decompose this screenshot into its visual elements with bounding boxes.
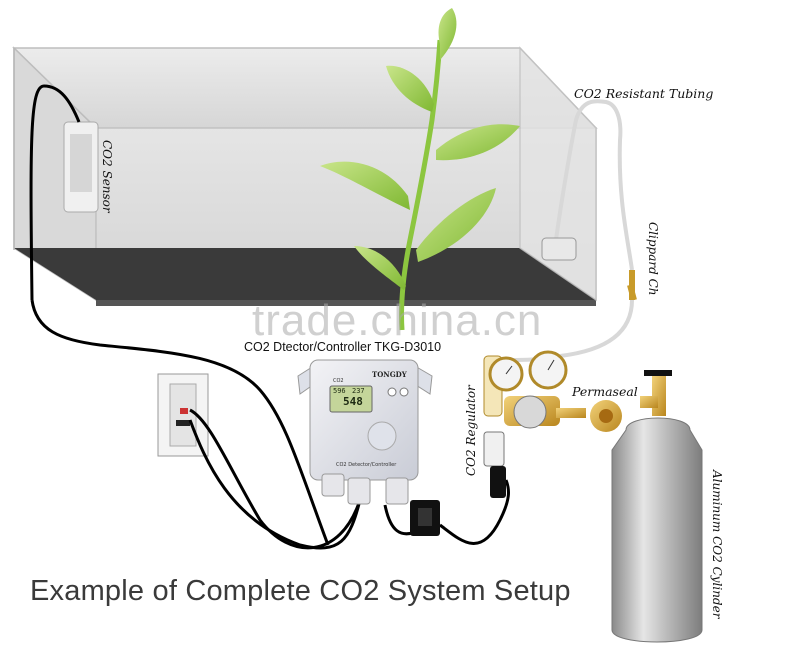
diagram-caption: Example of Complete CO2 System Setup xyxy=(30,575,571,607)
display-top-value: 596 xyxy=(333,387,346,395)
permaseal-washer xyxy=(590,400,622,432)
co2-cylinder xyxy=(611,370,703,643)
co2-sensor-device xyxy=(29,84,99,301)
display-top-right-value: 237 xyxy=(352,387,365,395)
controller-screen-tag: CO2 xyxy=(333,378,344,384)
clippard-label: Clippard Ch xyxy=(646,222,660,296)
controller-brand: TONGDY xyxy=(372,370,407,379)
co2-sensor-label: CO2 Sensor xyxy=(100,140,114,213)
co2-controller xyxy=(297,359,433,505)
co2-tubing xyxy=(505,99,637,362)
cylinder-label: Aluminum CO2 Cylinder xyxy=(710,470,724,619)
timer-box xyxy=(410,500,440,536)
display-main-value: 548 xyxy=(343,395,363,408)
plant-illustration xyxy=(320,8,520,331)
controller-label: CO2 Dtector/Controller TKG-D3010 xyxy=(244,340,442,354)
regulator-label: CO2 Regulator xyxy=(464,385,478,476)
tubing-label: CO2 Resistant Tubing xyxy=(574,86,714,101)
watermark-text: trade.china.cn xyxy=(252,296,543,345)
permaseal-label: Permaseal xyxy=(572,384,638,399)
co2-regulator xyxy=(483,350,586,498)
grow-tent xyxy=(12,46,598,306)
power-cables xyxy=(30,299,510,550)
controller-plate: CO2 Detector/Controller xyxy=(336,462,397,468)
